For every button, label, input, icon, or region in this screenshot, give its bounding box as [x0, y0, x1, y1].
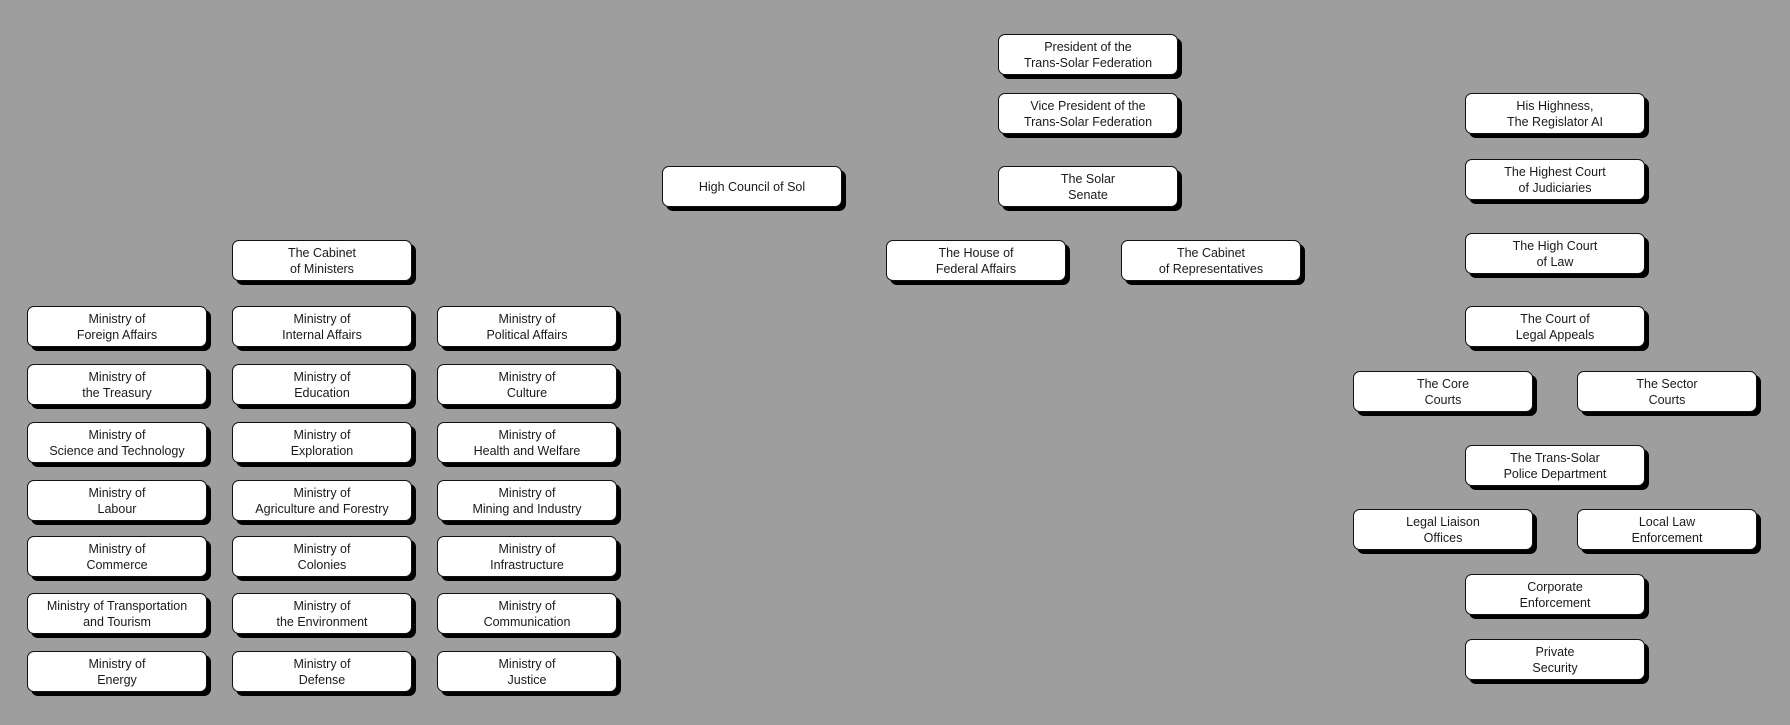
corporate-enforcement-node: Corporate Enforcement — [1465, 574, 1645, 615]
ministry-node: Ministry of Foreign Affairs — [27, 306, 207, 347]
vice-president-label: Vice President of the Trans-Solar Federa… — [1023, 98, 1153, 129]
high-council-node: High Council of Sol — [662, 166, 842, 207]
high-court-node: The High Court of Law — [1465, 233, 1645, 274]
vice-president-node: Vice President of the Trans-Solar Federa… — [998, 93, 1178, 134]
president-label: President of the Trans-Solar Federation — [1023, 39, 1153, 70]
ministry-node: Ministry of Infrastructure — [437, 536, 617, 577]
core-courts-node: The Core Courts — [1353, 371, 1533, 412]
highest-court-label: The Highest Court of Judiciaries — [1504, 164, 1606, 195]
ministry-label: Ministry of Internal Affairs — [282, 311, 362, 342]
legal-liaison-label: Legal Liaison Offices — [1406, 514, 1480, 545]
ministry-label: Ministry of Commerce — [86, 541, 148, 572]
ministry-node: Ministry of Energy — [27, 651, 207, 692]
ministry-label: Ministry of Communication — [483, 598, 571, 629]
ministry-label: Ministry of Colonies — [293, 541, 351, 572]
ministry-node: Ministry of Mining and Industry — [437, 480, 617, 521]
solar-senate-label: The Solar Senate — [1060, 171, 1116, 202]
ministry-label: Ministry of Mining and Industry — [472, 485, 582, 516]
ministry-label: Ministry of Foreign Affairs — [76, 311, 158, 342]
ministry-node: Ministry of the Treasury — [27, 364, 207, 405]
ministry-label: Ministry of the Treasury — [82, 369, 152, 400]
ministry-label: Ministry of the Environment — [276, 598, 368, 629]
ministry-node: Ministry of Science and Technology — [27, 422, 207, 463]
ministry-label: Ministry of Transportation and Tourism — [46, 598, 188, 629]
cabinet-representatives-label: The Cabinet of Representatives — [1158, 245, 1264, 276]
ministry-node: Ministry of Agriculture and Forestry — [232, 480, 412, 521]
ministry-label: Ministry of Agriculture and Forestry — [255, 485, 389, 516]
regislator-label: His Highness, The Regislator AI — [1507, 98, 1603, 129]
ministry-label: Ministry of Political Affairs — [486, 311, 568, 342]
ministry-label: Ministry of Infrastructure — [490, 541, 564, 572]
solar-senate-node: The Solar Senate — [998, 166, 1178, 207]
house-federal-affairs-label: The House of Federal Affairs — [935, 245, 1017, 276]
ministry-node: Ministry of Colonies — [232, 536, 412, 577]
cabinet-ministers-label: The Cabinet of Ministers — [287, 245, 357, 276]
court-appeals-node: The Court of Legal Appeals — [1465, 306, 1645, 347]
private-security-node: Private Security — [1465, 639, 1645, 680]
police-node: The Trans-Solar Police Department — [1465, 445, 1645, 486]
ministry-node: Ministry of Education — [232, 364, 412, 405]
ministry-node: Ministry of Culture — [437, 364, 617, 405]
ministry-label: Ministry of Education — [293, 369, 351, 400]
ministry-label: Ministry of Defense — [293, 656, 351, 687]
ministry-node: Ministry of Defense — [232, 651, 412, 692]
highest-court-node: The Highest Court of Judiciaries — [1465, 159, 1645, 200]
ministry-node: Ministry of Communication — [437, 593, 617, 634]
ministry-node: Ministry of Labour — [27, 480, 207, 521]
regislator-node: His Highness, The Regislator AI — [1465, 93, 1645, 134]
ministry-label: Ministry of Labour — [88, 485, 146, 516]
ministry-node: Ministry of Health and Welfare — [437, 422, 617, 463]
local-law-node: Local Law Enforcement — [1577, 509, 1757, 550]
high-council-label: High Council of Sol — [698, 179, 806, 194]
ministry-label: Ministry of Energy — [88, 656, 146, 687]
cabinet-representatives-node: The Cabinet of Representatives — [1121, 240, 1301, 281]
president-node: President of the Trans-Solar Federation — [998, 34, 1178, 75]
police-label: The Trans-Solar Police Department — [1503, 450, 1607, 481]
ministry-node: Ministry of Internal Affairs — [232, 306, 412, 347]
local-law-label: Local Law Enforcement — [1631, 514, 1703, 545]
ministry-label: Ministry of Culture — [498, 369, 556, 400]
ministry-node: Ministry of Justice — [437, 651, 617, 692]
ministry-node: Ministry of Political Affairs — [437, 306, 617, 347]
ministry-label: Ministry of Exploration — [290, 427, 354, 458]
high-court-label: The High Court of Law — [1512, 238, 1598, 269]
sector-courts-label: The Sector Courts — [1636, 376, 1698, 407]
ministry-node: Ministry of Commerce — [27, 536, 207, 577]
house-federal-affairs-node: The House of Federal Affairs — [886, 240, 1066, 281]
ministry-label: Ministry of Justice — [498, 656, 556, 687]
ministry-label: Ministry of Health and Welfare — [473, 427, 581, 458]
ministry-node: Ministry of Transportation and Tourism — [27, 593, 207, 634]
court-appeals-label: The Court of Legal Appeals — [1515, 311, 1595, 342]
legal-liaison-node: Legal Liaison Offices — [1353, 509, 1533, 550]
ministry-node: Ministry of the Environment — [232, 593, 412, 634]
ministry-label: Ministry of Science and Technology — [49, 427, 185, 458]
core-courts-label: The Core Courts — [1416, 376, 1470, 407]
cabinet-ministers-node: The Cabinet of Ministers — [232, 240, 412, 281]
sector-courts-node: The Sector Courts — [1577, 371, 1757, 412]
ministry-node: Ministry of Exploration — [232, 422, 412, 463]
corporate-enforcement-label: Corporate Enforcement — [1519, 579, 1591, 610]
private-security-label: Private Security — [1532, 644, 1578, 675]
